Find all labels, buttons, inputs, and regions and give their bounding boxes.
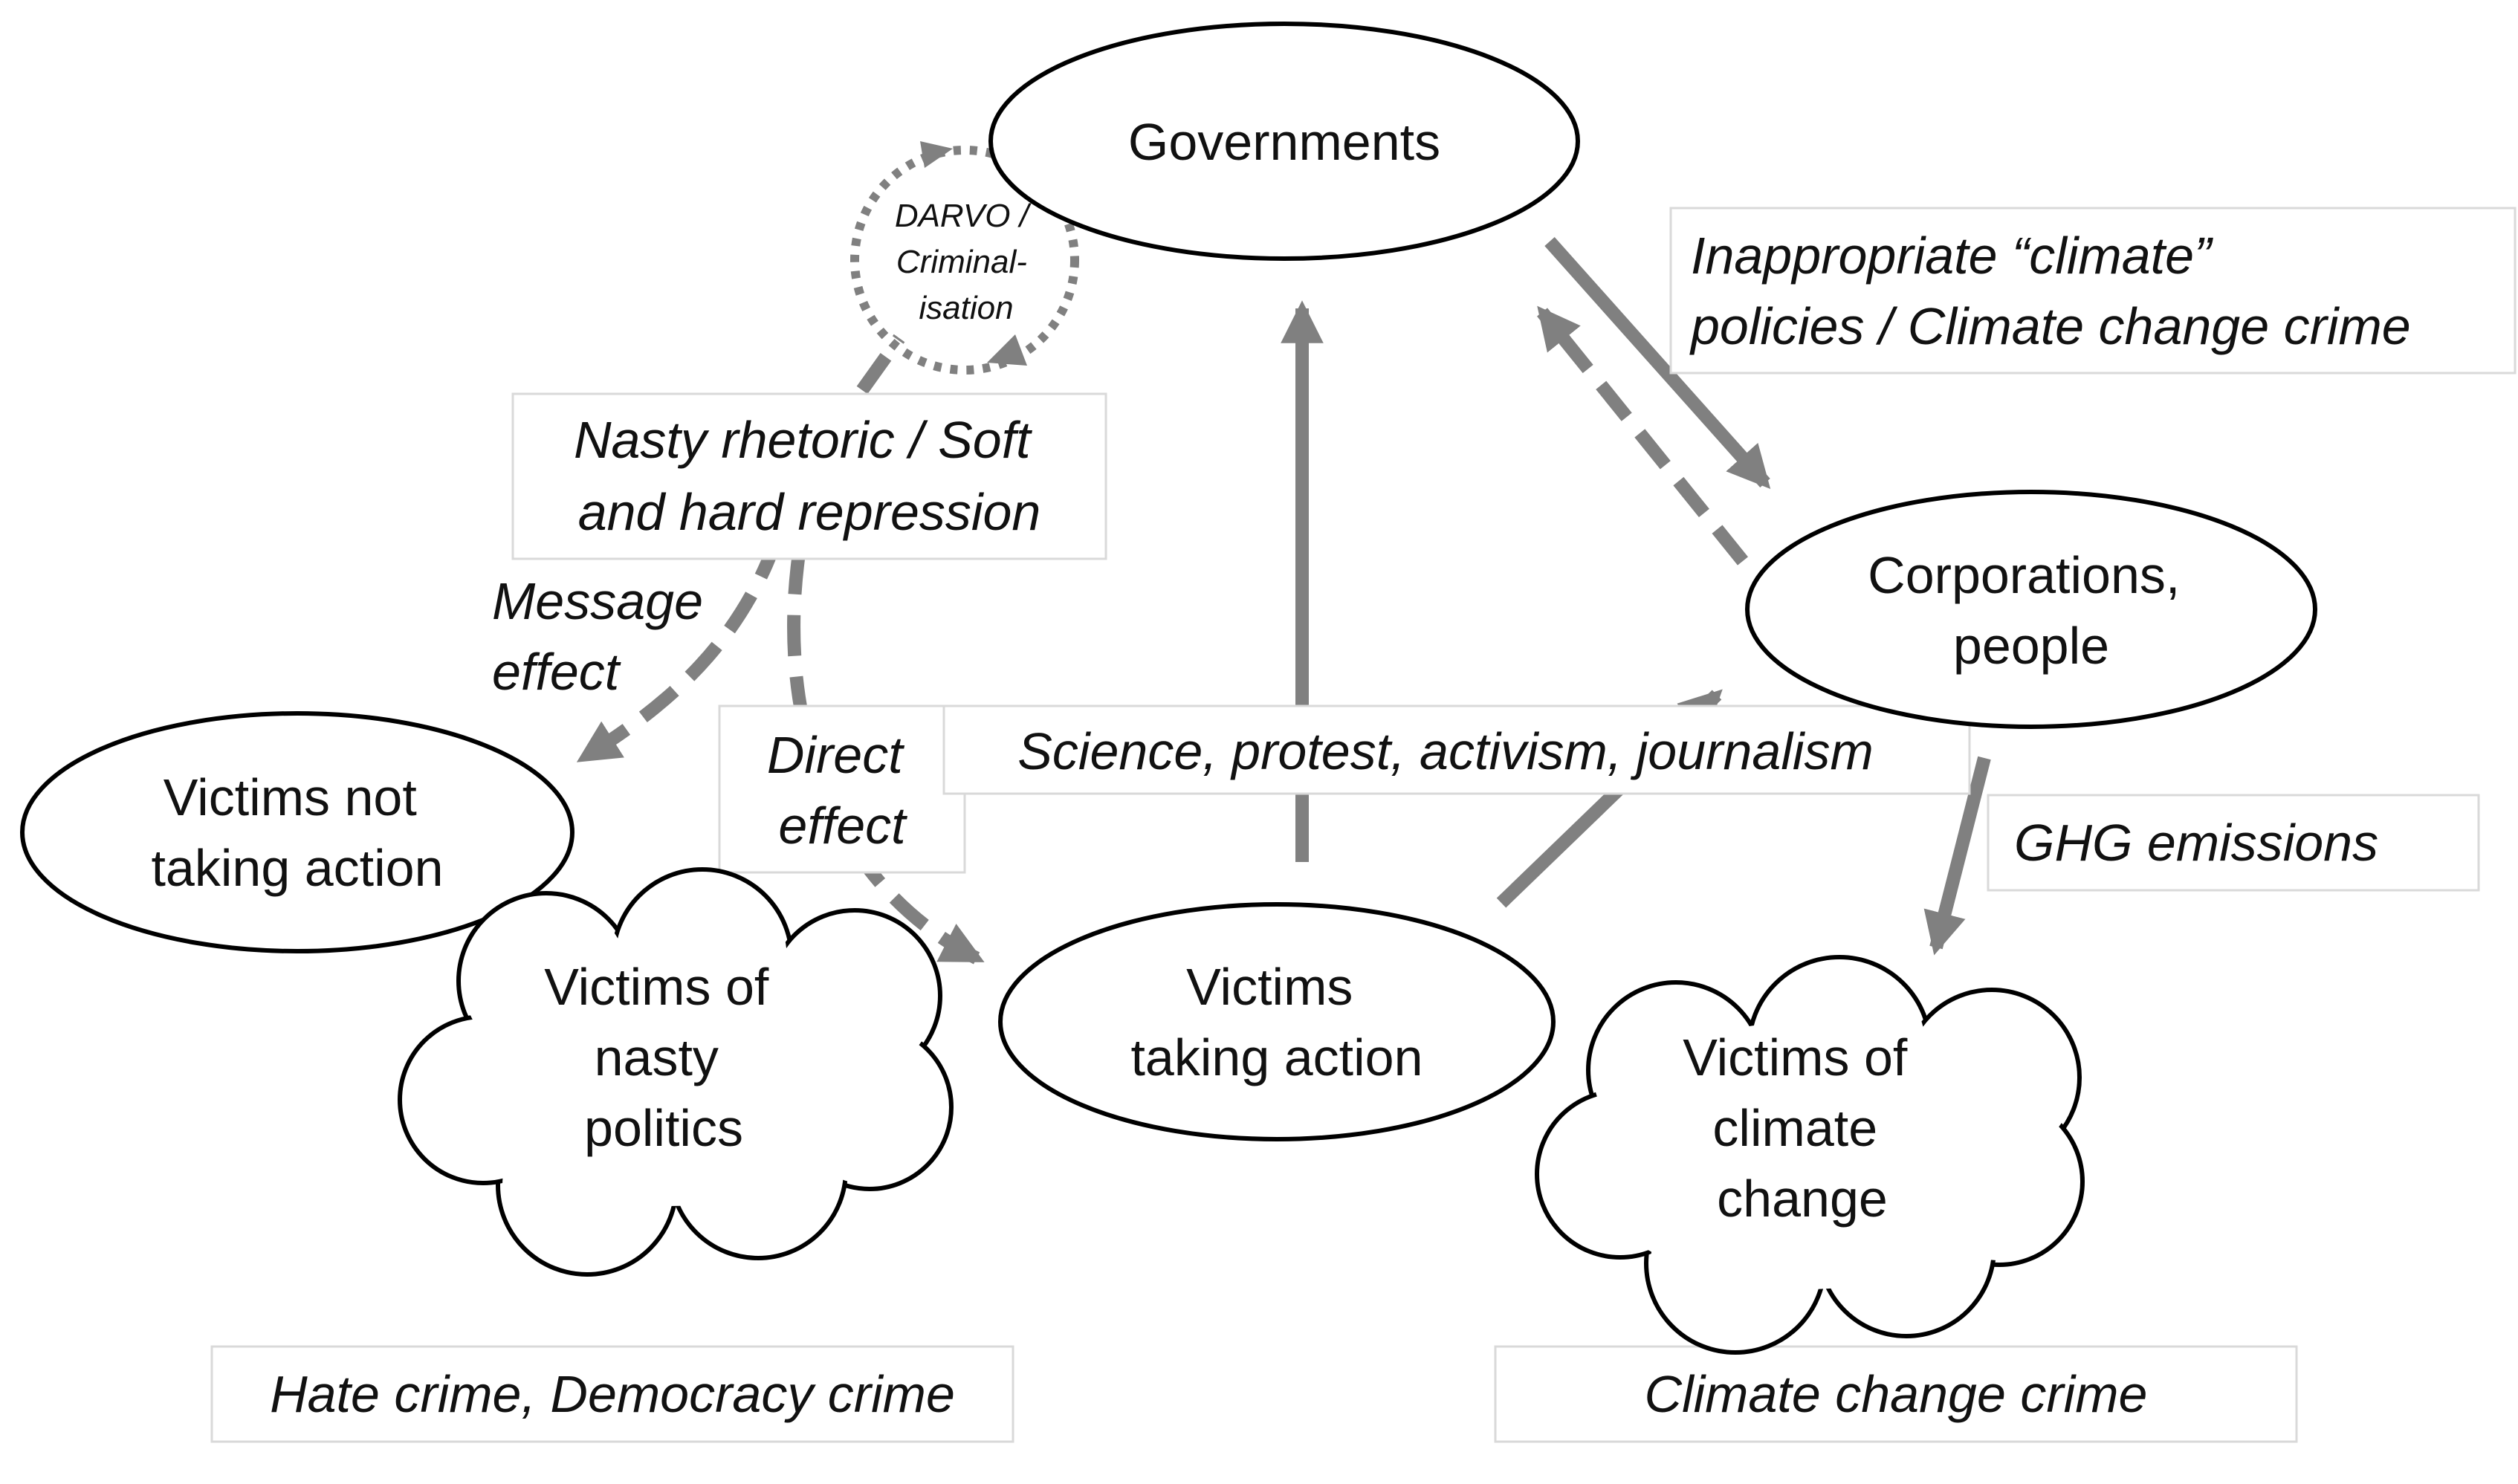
- victims-climate-change-cloud: [1535, 955, 2085, 1355]
- climate-change-crime-box: [1494, 1345, 2298, 1443]
- darvo-arrowhead-top: [920, 141, 953, 168]
- victims-taking-action-node: [998, 902, 1556, 1141]
- science-protest-box: [942, 704, 1971, 795]
- direct-effect-label: Direct effect: [767, 726, 917, 855]
- inappropriate-policies-box: [1669, 207, 2517, 375]
- corporations-node: [1745, 490, 2317, 729]
- victims-nasty-politics-label: Victims of nasty politics: [544, 958, 783, 1157]
- inappropriate-policies-label: Inappropriate “climate” policies / Clima…: [1689, 227, 2411, 355]
- arrow-rhetoric-to-darvo: [856, 334, 905, 395]
- victims-climate-change-label: Victims of climate change: [1683, 1028, 1922, 1228]
- arrow-governments-to-corporations: [1544, 237, 1771, 490]
- darvo-label: DARVO / Criminal- isation: [895, 198, 1038, 326]
- governments-node: [988, 22, 1580, 261]
- message-effect-label: Message effect: [492, 572, 718, 701]
- nasty-rhetoric-label: Nasty rhetoric / Soft and hard repressio…: [574, 411, 1045, 541]
- victims-taking-action-label: Victims taking action: [1130, 958, 1423, 1086]
- hate-crime-box: [210, 1345, 1014, 1443]
- darvo-circle: [850, 146, 1079, 375]
- arrow-corporations-to-climate-victims: [1923, 756, 1991, 956]
- nasty-rhetoric-box: [511, 392, 1107, 560]
- victims-nasty-politics-cloud: [398, 867, 954, 1277]
- arrow-message-effect: [576, 536, 783, 764]
- arrow-corporations-to-governments: [1536, 305, 1749, 566]
- climate-change-crime-label: Climate change crime: [1645, 1365, 2148, 1423]
- victims-not-taking-action-label: Victims not taking action: [151, 768, 443, 897]
- corporations-label: Corporations, people: [1868, 546, 2195, 675]
- science-protest-label: Science, protest, activism, journalism: [1017, 722, 1874, 780]
- darvo-arrowhead-bottom: [987, 334, 1027, 366]
- arrow-direct-effect: [787, 552, 985, 965]
- direct-effect-box: [718, 704, 966, 874]
- governments-label: Governments: [1128, 113, 1440, 171]
- ghg-emissions-box: [1987, 794, 2480, 892]
- ghg-emissions-label: GHG emissions: [2014, 814, 2378, 872]
- hate-crime-label: Hate crime, Democracy crime: [270, 1365, 955, 1423]
- victims-not-taking-action-node: [20, 711, 575, 953]
